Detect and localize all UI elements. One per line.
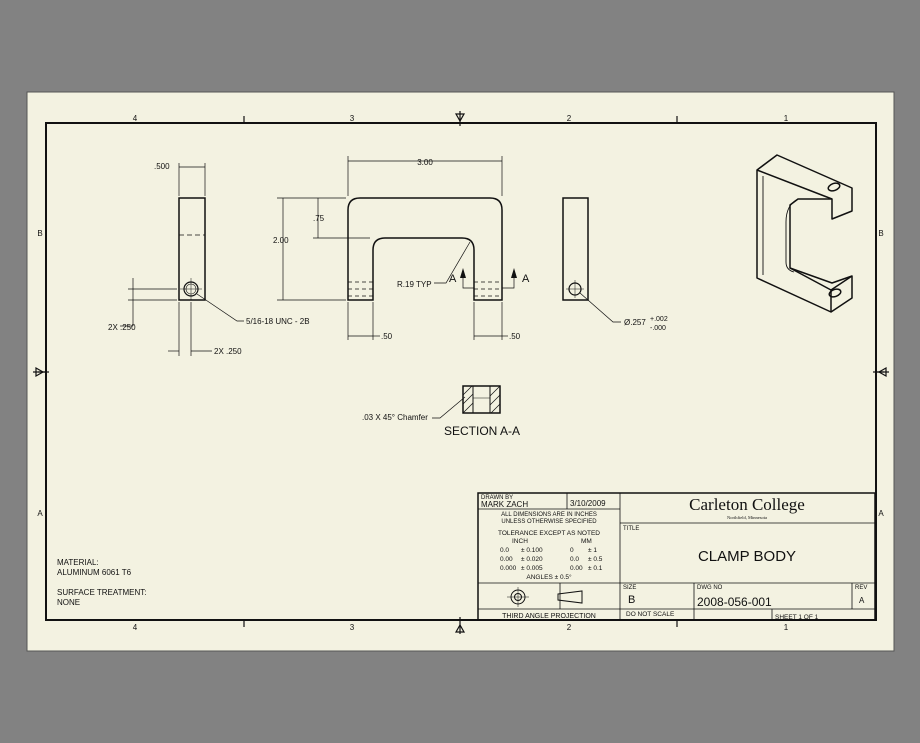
drawing-title: CLAMP BODY [698,548,796,565]
tolerance-rows: 0.0 ± 0.100 0 ± 1 0.00 ± 0.020 0.0 ± 0.5… [500,547,603,572]
centering-marks [33,111,889,634]
tol-mm-value: 0.0 [570,556,579,563]
drawn-by: MARK ZACH [481,500,528,509]
size-label: SIZE [623,585,636,591]
chamfer-note: .03 X 45° Chamfer [362,413,428,422]
tolerance-plus: +.002 [650,316,668,323]
clamp-outline [347,197,503,301]
revision: A [859,596,865,605]
tolerance-minus: -.000 [650,325,666,332]
thread-note: 5/16-18 UNC - 2B [246,317,310,326]
zone-row-label: B [878,229,883,238]
zone-col-label: 4 [133,623,138,632]
section-outline [462,385,501,414]
tol-inch-value: 0.0 [500,547,509,554]
tol-mm-value: 0 [570,547,574,554]
zone-col-label: 3 [350,623,355,632]
material-notes: MATERIAL: ALUMINUM 6061 T6 SURFACE TREAT… [57,558,147,607]
dims-note-2: UNLESS OTHERWISE SPECIFIED [501,519,597,525]
dwg-no-label: DWG NO [697,585,723,591]
material-label: MATERIAL: [57,558,99,567]
dim-label: 2X .250 [214,347,242,356]
front-view: 3.00 2.00 .75 R.19 TYP A A .50 .50 [273,156,530,341]
projection-symbol [507,587,583,607]
dim-label: .75 [313,214,325,223]
section-view: .03 X 45° Chamfer SECTION A-A [362,385,520,438]
mm-label: MM [581,538,592,545]
surface-value: NONE [57,598,80,607]
tolerance-heading: TOLERANCE EXCEPT AS NOTED [498,530,600,537]
zone-row-label: A [37,509,43,518]
tol-mm-tol: ± 1 [588,547,597,554]
tol-mm-tol: ± 0.5 [588,556,603,563]
rev-label: REV [855,585,867,591]
dim-label: .50 [509,332,521,341]
zone-col-label: 3 [350,114,355,123]
section-letter: A [522,273,530,285]
company-name: Carleton College [689,495,805,514]
section-hatch [462,385,501,414]
side-view-outline [178,197,206,301]
do-not-scale: DO NOT SCALE [626,611,675,618]
section-title: SECTION A-A [444,424,520,438]
dim-label: .500 [154,162,170,171]
company-location: Northfield, Minnesota [727,515,767,521]
title-block: DRAWN BY MARK ZACH 3/10/2009 ALL DIMENSI… [477,492,876,621]
diameter-note: Ø.257 [624,318,646,327]
isometric-view [756,154,853,313]
section-letter: A [449,273,457,285]
dim-label: .50 [381,332,393,341]
title-label: TITLE [623,526,639,532]
drawing-number: 2008-056-001 [697,595,772,609]
projection-label: THIRD ANGLE PROJECTION [502,613,596,620]
zone-row-label: B [37,229,42,238]
zone-col-label: 4 [133,114,138,123]
tol-mm-tol: ± 0.1 [588,565,603,572]
side-view-right: Ø.257 +.002 -.000 [562,197,668,332]
inch-label: INCH [512,538,528,545]
dim-label: 3.00 [417,158,433,167]
tol-inch-value: 0.000 [500,565,517,572]
dims-note-1: ALL DIMENSIONS ARE IN INCHES [501,512,597,518]
material-value: ALUMINUM 6061 T6 [57,568,132,577]
paper [26,91,895,652]
section-arrows [460,268,517,278]
zone-col-label: 1 [784,623,789,632]
side-view-left: .500 2X .250 2X .250 5/16-18 UNC - 2B [108,162,310,356]
tol-inch-tol: ± 0.005 [521,565,543,572]
sheet-number: SHEET 1 OF 1 [775,614,819,621]
sheet-size: B [628,594,635,606]
tol-mm-value: 0.00 [570,565,583,572]
side-view-outline [562,197,589,301]
dim-label: 2.00 [273,236,289,245]
tol-inch-tol: ± 0.100 [521,547,543,554]
zone-col-label: 2 [567,114,572,123]
angles-tolerance: ANGLES ± 0.5° [526,573,572,581]
dim-label: 2X .250 [108,323,136,332]
hidden-lines [348,281,502,297]
drawing-date: 3/10/2009 [570,499,606,508]
surface-label: SURFACE TREATMENT: [57,588,147,597]
zone-col-label: 2 [567,623,572,632]
tol-inch-value: 0.00 [500,556,513,563]
drawn-by-label: DRAWN BY [481,495,513,501]
zone-col-label: 1 [784,114,789,123]
radius-note: R.19 TYP [397,280,432,289]
tol-inch-tol: ± 0.020 [521,556,543,563]
zone-row-label: A [878,509,884,518]
